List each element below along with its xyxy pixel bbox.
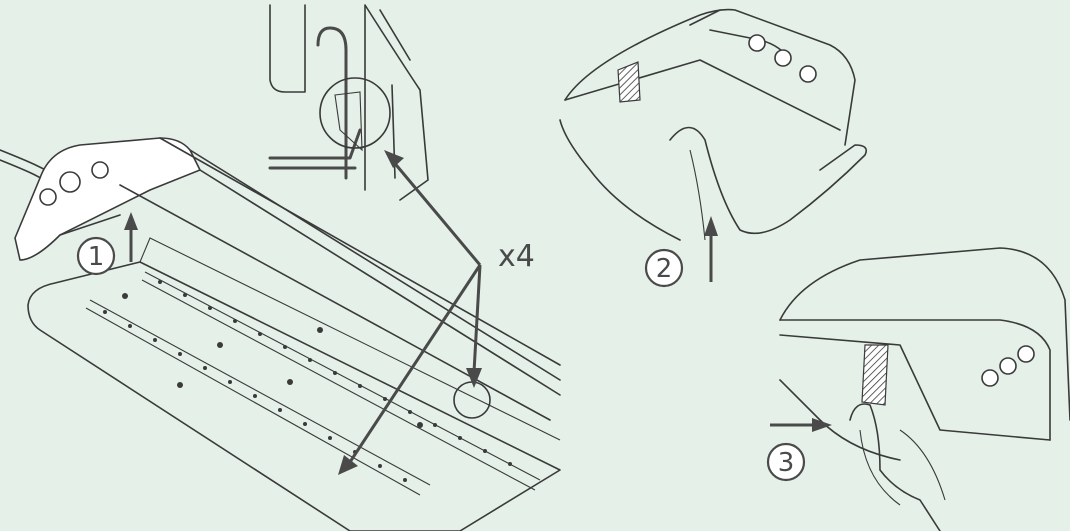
step-3-badge bbox=[766, 442, 806, 482]
end-cap-upper bbox=[564, 8, 856, 146]
diffuser-panel bbox=[27, 261, 561, 531]
led-dots bbox=[103, 280, 512, 482]
screw-icon bbox=[748, 34, 766, 52]
step-1-number: 1 bbox=[88, 242, 105, 272]
end-cap-screw-icon bbox=[39, 188, 57, 206]
hand-2 bbox=[669, 126, 868, 235]
cable-gland-icon bbox=[59, 171, 81, 193]
step-3-number: 3 bbox=[778, 448, 795, 478]
clip-detail bbox=[268, 4, 429, 201]
step-2-arrow-head bbox=[704, 216, 718, 236]
x4-label: x4 bbox=[498, 239, 535, 274]
step-1-arrow-head bbox=[124, 212, 138, 230]
mounting-hook bbox=[316, 26, 348, 180]
end-cap-lower bbox=[779, 247, 1070, 421]
step-2-badge bbox=[644, 248, 684, 288]
step-2-number: 2 bbox=[656, 254, 673, 284]
detail-highlight-circle bbox=[319, 77, 391, 149]
screw-icon-lower bbox=[981, 369, 999, 387]
clip-highlight-circle bbox=[453, 381, 491, 419]
step-1-badge bbox=[76, 236, 116, 276]
release-latch bbox=[617, 61, 641, 103]
step-3-figure: 3 bbox=[766, 247, 1070, 531]
hand-3 bbox=[849, 403, 941, 531]
led-strip-lower bbox=[85, 299, 431, 496]
luminaire-body bbox=[0, 137, 561, 531]
x4-pointers: x4 bbox=[338, 150, 535, 475]
step-1: 1 bbox=[76, 212, 138, 276]
step-2-figure: 2 bbox=[559, 8, 868, 288]
release-latch-lower bbox=[861, 344, 889, 406]
step-3-arrow-head bbox=[812, 418, 832, 432]
end-cap bbox=[14, 137, 202, 261]
